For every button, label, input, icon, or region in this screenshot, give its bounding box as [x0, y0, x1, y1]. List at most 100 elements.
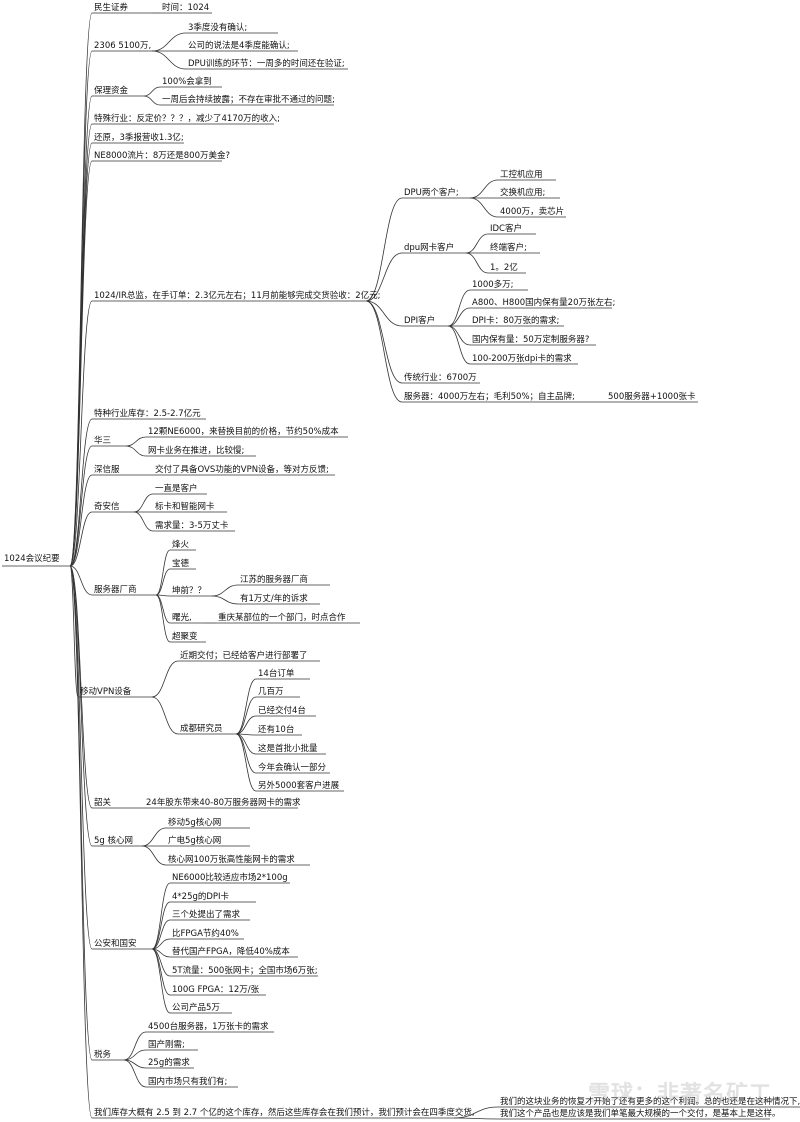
connector-line: [235, 696, 257, 735]
topic-mob: 移动VPN设备: [80, 686, 132, 697]
topic-ga-d: 比FPGA节约40%: [172, 928, 239, 939]
topic-dpu-nic: dpu网卡客户: [404, 242, 454, 253]
topic-shaoguan-a: 24年股东带来40-80万服务器网卡的需求: [146, 797, 301, 808]
connector-line: [235, 733, 257, 755]
topic-srv-maker: 服务器厂商: [94, 584, 137, 595]
connector-line: [69, 565, 93, 596]
connector-line: [365, 300, 403, 403]
connector-line: [69, 12, 93, 567]
connector-line: [447, 325, 471, 346]
topic-teshu: 特殊行业：反定价？？？，减少了4170万的收入;: [94, 113, 280, 124]
topic-mob-b3: 已经交付4台: [258, 705, 306, 716]
topic-dpi-cust: DPI客户: [404, 315, 435, 326]
topic-ga-g: 100G FPGA：12万/张: [172, 985, 260, 995]
connector-line: [151, 696, 179, 735]
topic-h3c: 华三: [94, 435, 111, 446]
topic-kucun-a2: 我们这个产品也是应该是我们单笔最大规模的一个交付，是基本上是这样。: [500, 1108, 781, 1119]
connector-line: [69, 565, 93, 1061]
topic-sw-c: 25g的需求: [148, 1057, 190, 1068]
connector-line: [69, 565, 93, 847]
topic-mob-b7: 另外5000套客户进展: [258, 780, 340, 791]
topic-baoli: 保理资金: [94, 85, 129, 96]
topic-kucun: 我们库存大概有 2.5 到 2.7 个亿的这个库存，然后这些库存会在我们预计，我…: [94, 1107, 475, 1118]
topic-mob-b6: 今年会确认一部分: [258, 762, 327, 773]
topic-sw-d: 国内市场只有我们有;: [148, 1076, 227, 1087]
topic-g5-b: 广电5g核心网: [168, 835, 221, 846]
connector-line: [123, 1031, 147, 1061]
topic-qax-b: 标卡和智能网卡: [155, 501, 215, 512]
connector-line: [69, 565, 93, 950]
topic-srv-c: 坤前？？: [172, 585, 206, 596]
topic-g5: 5g 核心网: [94, 835, 133, 846]
topic-irtotal: 1024/IR总监，在手订单：2.3亿元左右；11月前能够完成交货验收：2亿元;: [94, 290, 381, 301]
connector-line: [235, 678, 257, 735]
connector-line: [69, 445, 93, 567]
connector-line: [69, 418, 93, 567]
topic-srv-d: 曙光,: [172, 612, 192, 623]
topic-mob-a: 近期交付；已经给客户进行部署了: [180, 650, 308, 661]
topic-gongan: 公安和国安: [94, 938, 137, 949]
connector-line: [447, 325, 471, 365]
topic-g5-a: 移动5g核心网: [168, 817, 221, 828]
connector-line: [155, 568, 171, 596]
watermark-text: 雪球：非著名矿工: [588, 1082, 773, 1107]
connector-line: [155, 549, 171, 596]
topic-dpu-nic-c: 1。2亿: [490, 262, 518, 273]
topic-server: 服务器：4000万左右；毛利50%；自主品牌;: [404, 391, 575, 402]
connector-line: [151, 938, 171, 950]
topic-shuiwu: 税务: [94, 1049, 112, 1060]
topic-dpu-nic-a: IDC客户: [490, 223, 522, 234]
connector-line: [365, 252, 403, 302]
topic-qax-c: 需求量：3-5万丈卡: [155, 520, 229, 531]
connector-line: [453, 1117, 499, 1120]
connector-line: [365, 300, 403, 327]
connector-line: [447, 307, 471, 327]
topic-q2306: 2306 5100万,: [94, 41, 151, 51]
topic-ga-f: 5T流量：500张网卡；全国市场6万张;: [172, 965, 318, 976]
connector-line: [69, 511, 93, 567]
topic-sw-a: 4500台服务器，1万张卡的需求: [148, 1021, 269, 1032]
topic-h3c-a: 12颗NE6000，来替换目前的价格，节约50%成本: [148, 426, 339, 437]
connector-line: [151, 948, 171, 1014]
connector-line: [469, 179, 499, 199]
connector-line: [133, 511, 154, 532]
connector-line: [69, 160, 93, 567]
topic-ga-h: 公司产品5万: [172, 1002, 220, 1013]
connector-line: [155, 594, 171, 597]
connector-line: [151, 50, 187, 70]
topic-dpu-two-a: 工控机应用: [500, 169, 543, 180]
topic-dpi-b: A800、H800国内保有量20万张左右;: [472, 297, 615, 308]
topic-h3c-b: 网卡业务在推进，比较慢;: [148, 445, 244, 456]
topic-ne8000: NE8000流片：8万还是800万美金?: [94, 150, 230, 161]
topic-dpu-two-c: 4000万，卖芯片: [500, 206, 564, 217]
topic-srv-b: 宝德: [172, 558, 190, 569]
topic-teshu-stock: 特种行业库存：2.5-2.7亿元: [94, 408, 201, 419]
topic-mob-b4: 还有10台: [258, 724, 294, 735]
connector-line: [211, 584, 239, 597]
topic-ga-b: 4*25g的DPI卡: [172, 891, 230, 902]
topic-mob-b2: 几百万: [258, 687, 284, 697]
topic-minsheng: 民生证券: [94, 2, 129, 13]
topic-baoli-b: 一周后会持续披露；不存在审批不通过的问题;: [162, 94, 335, 105]
topic-mob-b5: 这是首批小批量: [258, 743, 318, 754]
connector-line: [151, 948, 171, 996]
topic-time: 时间：1024: [162, 2, 209, 13]
topic-mob-b: 成都研究员: [180, 723, 223, 734]
connector-line: [155, 594, 171, 643]
connector-line: [125, 436, 147, 447]
connector-line: [465, 233, 489, 254]
topic-sxf-a: 交付了具备OVS功能的VPN设备，等对方反馈;: [155, 464, 329, 475]
topic-dpi-c: DPI卡：80万张的需求;: [472, 315, 559, 326]
topic-shaoguan: 韶关: [94, 797, 112, 808]
topic-huanyuan: 还原，3季报营收1.3亿;: [94, 132, 184, 143]
connector-line: [141, 827, 167, 847]
connector-line: [151, 919, 171, 950]
connector-line: [69, 565, 93, 1119]
connector-line: [143, 95, 161, 106]
topic-g5-c: 核心网100万张高性能网卡的需求: [168, 854, 295, 865]
connector-line: [123, 1049, 147, 1061]
connector-line: [133, 493, 154, 513]
connector-line: [143, 86, 161, 97]
